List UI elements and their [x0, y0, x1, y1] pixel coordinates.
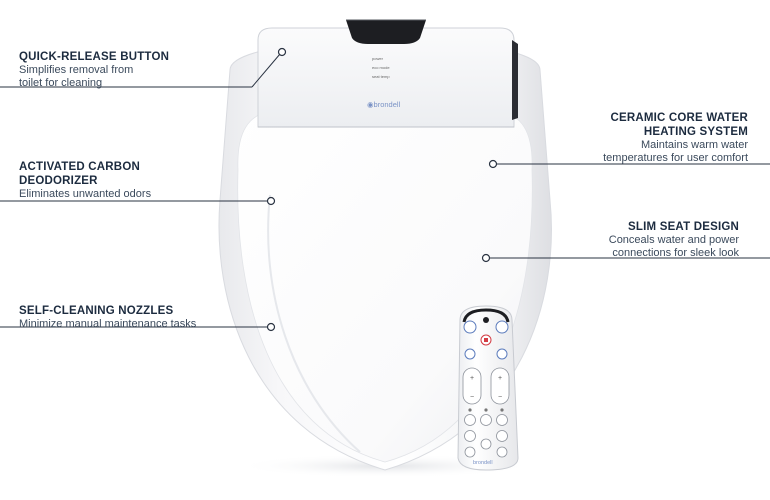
marker-carbon — [266, 196, 276, 206]
panel-label-seat-temp: seat temp — [372, 74, 390, 79]
panel-side-edge — [512, 40, 518, 120]
marker-slim — [481, 253, 491, 263]
control-panel — [257, 27, 515, 128]
callout-ceramic: CERAMIC CORE WATER HEATING SYSTEM Mainta… — [603, 111, 748, 165]
callout-desc: Minimize manual maintenance tasks — [19, 318, 197, 330]
svg-text:−: − — [470, 394, 474, 401]
leader-lines — [0, 53, 770, 328]
panel-label-power: power — [372, 56, 383, 61]
callout-carbon: ACTIVATED CARBON DEODORIZER Eliminates u… — [19, 160, 151, 201]
callout-desc: Maintains warm water — [641, 139, 748, 151]
callout-slim: SLIM SEAT DESIGN Conceals water and powe… — [609, 220, 739, 260]
callout-title: SELF-CLEANING NOZZLES — [19, 305, 174, 317]
seat-brand-logo: ◉brondell — [367, 100, 401, 109]
callout-title: SLIM SEAT DESIGN — [628, 221, 739, 233]
panel-label-eco: eco mode — [372, 65, 390, 70]
svg-text:+: + — [470, 375, 474, 382]
quick-release-notch — [346, 20, 426, 44]
callout-desc: toilet for cleaning — [19, 77, 103, 89]
remote-brand-logo: brondell — [473, 460, 493, 466]
callout-desc: Simplifies removal from — [19, 64, 134, 76]
callout-title: HEATING SYSTEM — [643, 126, 748, 138]
callout-markers — [266, 47, 498, 332]
callout-nozzles: SELF-CLEANING NOZZLES Minimize manual ma… — [19, 304, 196, 331]
callout-title: QUICK-RELEASE BUTTON — [19, 51, 170, 63]
svg-text:+: + — [498, 375, 502, 382]
marker-ceramic — [488, 159, 498, 169]
callout-quick-release: QUICK-RELEASE BUTTON Simplifies removal … — [19, 50, 169, 90]
remote-control: + − + − — [457, 305, 519, 471]
marker-quick-release — [277, 47, 287, 57]
marker-nozzles — [266, 322, 276, 332]
callout-title: CERAMIC CORE WATER — [610, 112, 748, 124]
callout-title: DEODORIZER — [19, 175, 98, 187]
svg-text:−: − — [498, 394, 502, 401]
callout-desc: Eliminates unwanted odors — [19, 188, 152, 200]
lid-edge-highlight — [267, 194, 361, 453]
callout-desc: temperatures for user comfort — [603, 152, 748, 164]
callout-title: ACTIVATED CARBON — [19, 161, 140, 173]
callout-desc: Conceals water and power — [608, 234, 739, 246]
brand-mark-icon: ◉ — [367, 100, 374, 109]
callout-desc: connections for sleek look — [612, 247, 739, 259]
